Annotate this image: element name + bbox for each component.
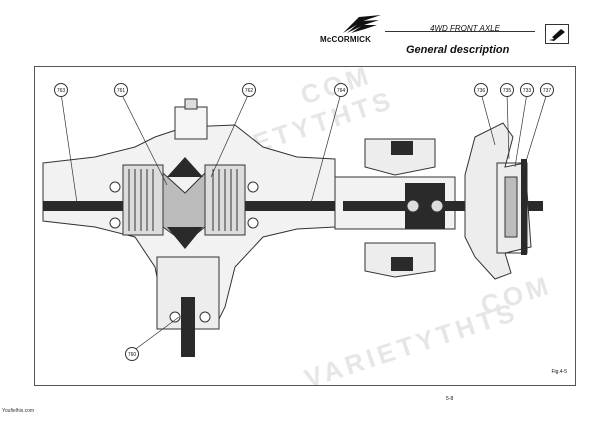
callout-733: 733: [520, 83, 534, 97]
pen-nib-icon: [545, 24, 569, 44]
figure-frame: 763 761 762 764 736 735 733 737 760 Fig.…: [34, 66, 576, 386]
source-site: Youfielhis.com: [2, 408, 35, 414]
header-rule: [385, 31, 535, 32]
figure-label: Fig.4-5: [551, 369, 567, 375]
callout-736: 736: [474, 83, 488, 97]
callout-763: 763: [54, 83, 68, 97]
brand-name: McCORMICK: [320, 35, 372, 44]
section-title: 4WD FRONT AXLE: [430, 24, 500, 33]
brand-logo: [343, 15, 381, 33]
page-number: 5-8: [446, 396, 454, 402]
callout-764: 764: [334, 83, 348, 97]
page-title: General description: [406, 44, 510, 56]
callout-761: 761: [114, 83, 128, 97]
callout-735: 735: [500, 83, 514, 97]
axle-diagram: [42, 92, 548, 357]
callout-762: 762: [242, 83, 256, 97]
callout-760: 760: [125, 347, 139, 361]
callout-737: 737: [540, 83, 554, 97]
